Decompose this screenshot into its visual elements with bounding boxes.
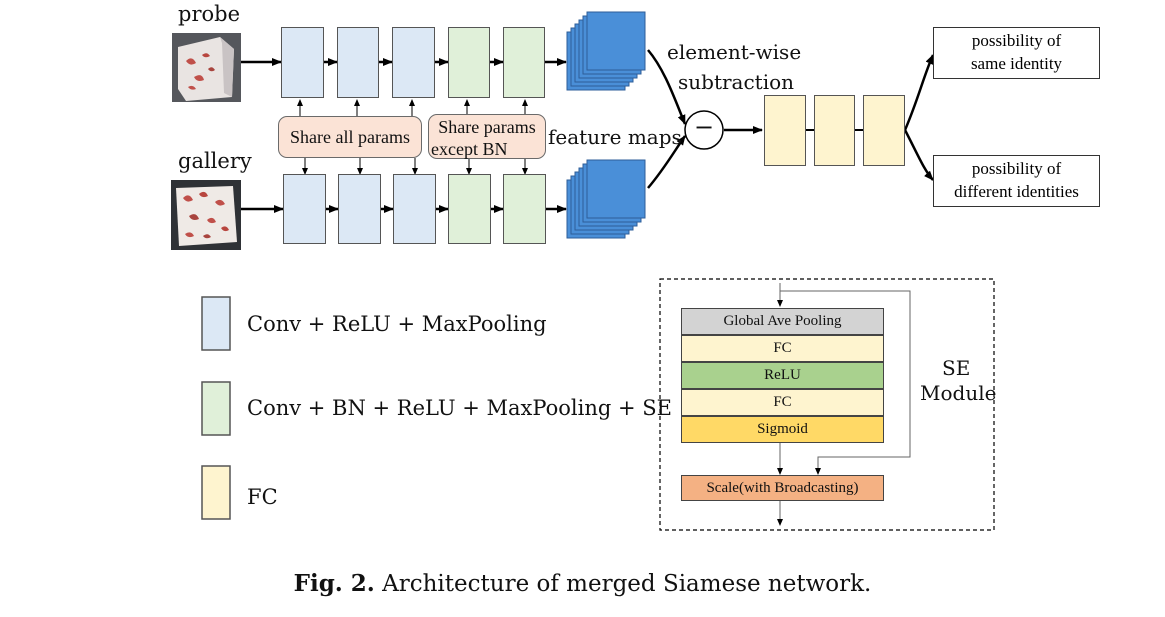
minus-symbol: − xyxy=(693,113,715,141)
output-diff-line-1: possibility of xyxy=(971,159,1062,178)
se-layer-global-ave-pooling: Global Ave Pooling xyxy=(681,308,884,335)
legend-swatch-fc xyxy=(201,465,231,520)
share-except-line-2: except BN xyxy=(431,139,508,159)
output-same-line-1: possibility of xyxy=(971,31,1062,50)
probe-conv-bn-se-block-2 xyxy=(503,27,545,98)
se-layer-fc-2: FC xyxy=(681,389,884,416)
se-module-title-line-1: SE xyxy=(942,356,971,380)
probe-feature-maps xyxy=(566,11,646,91)
probe-luggage-picture xyxy=(172,33,241,102)
share-all-params-text: Share all params xyxy=(290,127,410,147)
probe-conv-block-3 xyxy=(392,27,435,98)
se-layer-scale: Scale(with Broadcasting) xyxy=(681,475,884,501)
legend-conv-bn-se-label: Conv + BN + ReLU + MaxPooling + SE xyxy=(247,396,672,420)
fc-block-1 xyxy=(764,95,806,166)
subtraction-label-line-1: element-wise xyxy=(667,40,802,64)
legend-swatch-conv-bn-se xyxy=(201,381,231,436)
share-params-except-bn-box: Share params except BN xyxy=(428,114,546,159)
feature-to-subtraction-arrows xyxy=(647,49,687,189)
probe-image xyxy=(172,33,241,102)
probe-label: probe xyxy=(178,2,240,26)
fc-block-2 xyxy=(814,95,855,166)
legend-fc-label: FC xyxy=(247,485,278,509)
se-module-title-line-2: Module xyxy=(920,381,997,405)
share-except-line-1: Share params xyxy=(438,117,536,137)
output-different-identities-box: possibility of different identities xyxy=(933,155,1100,207)
gallery-conv-block-1 xyxy=(283,174,326,244)
gallery-conv-block-3 xyxy=(393,174,436,244)
legend-swatch-conv xyxy=(201,296,231,351)
gallery-conv-block-2 xyxy=(338,174,381,244)
se-module-arrows xyxy=(777,283,911,526)
se-layer-fc-1: FC xyxy=(681,335,884,362)
output-diff-line-2: different identities xyxy=(954,182,1079,201)
probe-conv-block-1 xyxy=(281,27,324,98)
probe-conv-bn-se-block-1 xyxy=(448,27,490,98)
fc-to-output-arrows xyxy=(903,54,935,181)
gallery-label: gallery xyxy=(178,149,252,173)
se-layer-sigmoid: Sigmoid xyxy=(681,416,884,443)
caption-text: Architecture of merged Siamese network. xyxy=(382,571,872,597)
se-module-frame xyxy=(659,278,995,531)
caption-prefix: Fig. 2. xyxy=(293,570,375,597)
feature-maps-label: feature maps xyxy=(548,125,682,149)
gallery-conv-bn-se-block-1 xyxy=(448,174,491,244)
legend-conv-label: Conv + ReLU + MaxPooling xyxy=(247,312,547,336)
gallery-feature-maps xyxy=(566,159,646,239)
gallery-image xyxy=(171,180,241,250)
probe-conv-block-2 xyxy=(337,27,379,98)
share-param-arrows xyxy=(297,99,528,175)
subtraction-node xyxy=(684,110,724,150)
fc-block-3 xyxy=(863,95,905,166)
se-layer-relu: ReLU xyxy=(681,362,884,389)
subtraction-label-line-2: subtraction xyxy=(678,70,795,94)
output-same-line-2: same identity xyxy=(970,54,1063,73)
gallery-luggage-picture xyxy=(171,180,241,250)
figure-caption: Fig. 2. Architecture of merged Siamese n… xyxy=(0,570,1165,597)
share-all-params-box: Share all params xyxy=(278,116,422,158)
output-same-identity-box: possibility of same identity xyxy=(933,27,1100,79)
gallery-conv-bn-se-block-2 xyxy=(503,174,546,244)
